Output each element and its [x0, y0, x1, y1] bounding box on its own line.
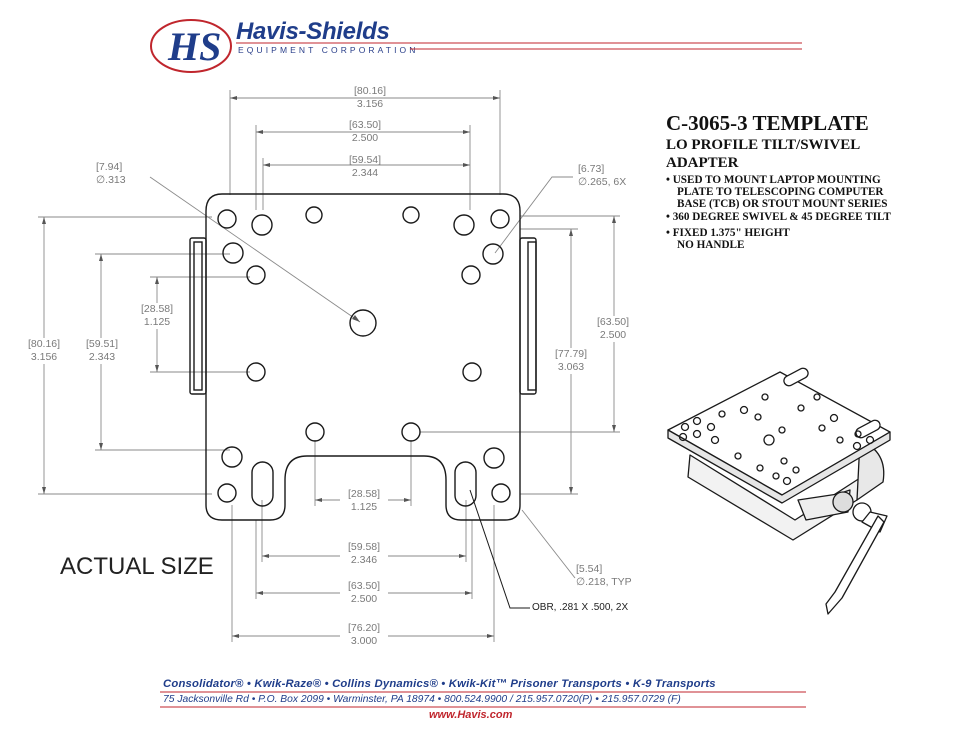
footer-brand-list: Consolidator® • Kwik-Raze® • Collins Dyn…	[163, 678, 716, 690]
dim-left-short: [28.58]1.125	[133, 303, 181, 329]
obround-leader	[469, 489, 530, 609]
company-name: Havis-Shields	[236, 18, 390, 45]
slot-left	[251, 461, 274, 507]
feature-line: NO HANDLE	[677, 239, 745, 251]
obround-note: OBR, .281 X .500, 2X	[532, 602, 629, 613]
dim-large-hole: [7.94]∅.313	[96, 161, 126, 186]
dim-left-inner: [59.51]2.343	[78, 338, 126, 364]
dim-small-hole: [6.73]∅.265, 6X	[578, 163, 627, 188]
feature-line: • 360 DEGREE SWIVEL & 45 DEGREE TILT	[666, 211, 891, 223]
dim-top-outer: [80.16]3.156	[353, 85, 387, 110]
dim-top-mid: [63.50]2.500	[348, 119, 382, 144]
feature-line: BASE (TCB) OR STOUT MOUNT SERIES	[677, 198, 888, 210]
dim-bottom-inner: [59.58]2.346	[340, 541, 388, 567]
dimension-lines	[38, 90, 620, 642]
logo-monogram: HS	[167, 24, 221, 69]
dim-bottom-center: [28.58]1.125	[340, 488, 388, 514]
mounting-holes	[217, 206, 511, 507]
template-subtitle-line1: LO PROFILE TILT/SWIVEL	[666, 137, 861, 153]
dim-right-mid: [63.50]2.500	[589, 316, 637, 342]
product-illustration	[667, 367, 891, 615]
feature-line: • FIXED 1.375" HEIGHT	[666, 227, 790, 239]
company-subtitle: EQUIPMENT CORPORATION	[238, 45, 419, 55]
dim-left-outer: [80.16]3.156	[20, 338, 68, 364]
left-flange	[189, 237, 207, 395]
plate-outline	[189, 193, 537, 521]
dim-bottom-outer: [76.20]3.000	[340, 622, 388, 648]
footer-website-link[interactable]: www.Havis.com	[429, 709, 513, 721]
footer-address: 75 Jacksonville Rd • P.O. Box 2099 • War…	[163, 694, 681, 705]
dim-right-outer: [77.79]3.063	[547, 348, 595, 374]
actual-size-label: ACTUAL SIZE	[60, 553, 214, 580]
dim-slot-hole: [5.54]∅.218, TYP	[576, 563, 632, 588]
dim-bottom-mid: [63.50]2.500	[340, 580, 388, 606]
feature-line: • USED TO MOUNT LAPTOP MOUNTING	[666, 174, 881, 186]
template-subtitle-line2: ADAPTER	[666, 155, 739, 171]
dim-top-inner: [59.54]2.344	[348, 154, 382, 179]
center-hole	[349, 309, 377, 337]
slot-right	[454, 461, 477, 507]
feature-line: PLATE TO TELESCOPING COMPUTER	[677, 186, 884, 198]
company-logo: HS	[150, 19, 232, 73]
dimension-arrows	[42, 96, 616, 638]
header-rule	[236, 42, 802, 50]
logo-ring	[150, 19, 232, 73]
template-title: C-3065-3 TEMPLATE	[666, 111, 869, 135]
